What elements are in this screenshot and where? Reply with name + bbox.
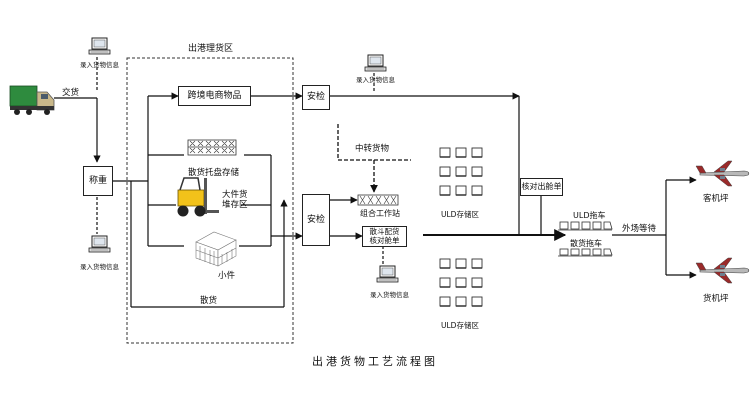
forklift-icon <box>177 177 219 217</box>
diagram-title: 出港货物工艺流程图 <box>312 355 438 368</box>
large-storage-label: 大件货 堆存区 <box>222 190 248 210</box>
computer-icon <box>364 54 387 72</box>
loose-cargo-label: 散货 <box>200 296 218 306</box>
apron-wait-label: 外场等待 <box>622 224 657 234</box>
zone-title: 出港理货区 <box>188 44 234 54</box>
pallet-rack-icon <box>187 139 237 156</box>
cargo-apron-label: 货机坪 <box>703 294 729 304</box>
computer-icon <box>376 265 399 283</box>
uld-container-icon <box>439 147 483 196</box>
uld-storage-label: ULD存储区 <box>441 210 479 219</box>
flow-lines <box>54 57 697 308</box>
truck-icon <box>9 85 55 115</box>
trailer-icon <box>558 248 613 257</box>
transfer-cargo-label: 中转货物 <box>355 144 390 154</box>
enter-info-label: 录入货物信息 <box>80 263 119 271</box>
airplane-icon <box>695 160 750 187</box>
uld-trailer-label: ULD拖车 <box>573 211 606 220</box>
uld-storage-label: ULD存储区 <box>441 321 479 330</box>
security-check-mid: 安检 <box>302 194 330 246</box>
passenger-apron-label: 客机坪 <box>703 194 729 204</box>
pallet-rack-icon <box>357 194 399 206</box>
bulk-check-box: 散斗配货 核对舱单 <box>362 226 407 247</box>
uld-container-icon <box>439 258 483 307</box>
build-station-label: 组合工作站 <box>360 209 400 218</box>
pallet-storage-label: 散货托盘存储 <box>188 168 240 178</box>
computer-icon <box>88 235 111 253</box>
cross-border-box: 跨境电商物品 <box>178 86 251 106</box>
enter-info-label: 录入货物信息 <box>80 61 119 69</box>
security-check-top: 安检 <box>302 85 330 110</box>
computer-icon <box>88 37 111 55</box>
boxes-icon <box>195 231 237 267</box>
small-cargo-label: 小件 <box>218 271 236 281</box>
enter-info-label: 录入货物信息 <box>356 76 395 84</box>
outbound-zone-frame <box>126 57 294 344</box>
airplane-icon <box>695 257 750 284</box>
enter-info-label: 录入货物信息 <box>370 291 409 299</box>
trailer-icon <box>558 221 613 231</box>
verify-manifest-box: 核对出舱单 <box>520 178 563 196</box>
hand-over-label: 交货 <box>62 88 80 98</box>
bulk-trailer-label: 散货拖车 <box>570 239 602 248</box>
weigh-box: 称重 <box>83 166 113 196</box>
